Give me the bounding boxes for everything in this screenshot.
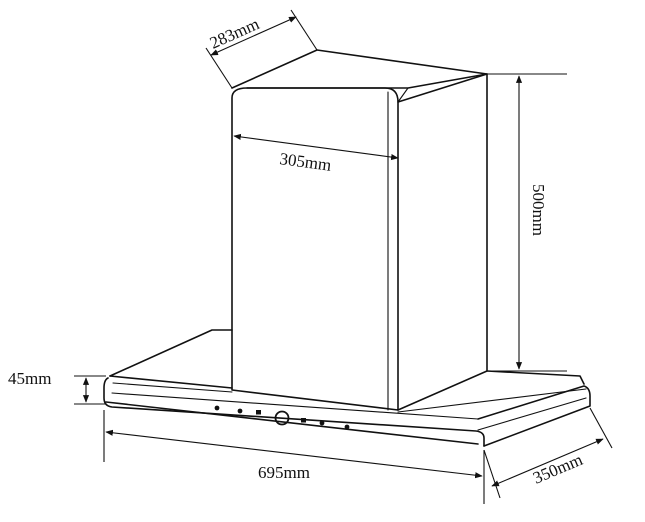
- ext-line: [589, 407, 613, 449]
- control-dot-2: [237, 408, 243, 414]
- dim-label-500: 500mm: [529, 184, 548, 236]
- ext-line: [483, 449, 501, 499]
- chimney-top-corner: [384, 87, 410, 103]
- canopy-top-surface: [109, 375, 233, 389]
- control-dot-1: [214, 405, 220, 411]
- dim-line: [105, 429, 483, 479]
- control-square-1: [256, 410, 261, 415]
- chimney-top-face: [231, 49, 488, 89]
- dim-label-283: 283mm: [207, 14, 262, 52]
- dim-label-305: 305mm: [278, 149, 332, 175]
- control-square-2: [301, 418, 306, 423]
- control-dot-3: [319, 420, 325, 426]
- ext-line: [205, 47, 233, 89]
- control-panel: [214, 405, 350, 430]
- canopy-top-right: [486, 370, 585, 385]
- dim-line: [233, 133, 399, 161]
- canopy-top-inner: [112, 382, 233, 393]
- chimney: [231, 49, 488, 411]
- dim-line: [491, 438, 604, 487]
- canopy-front-panel: [103, 377, 485, 447]
- dim-chimney-height: 500mm: [487, 73, 567, 372]
- power-ring-icon: [274, 410, 290, 426]
- canopy-front-lip: [111, 392, 479, 420]
- canopy-top-inner-right: [397, 388, 587, 413]
- canopy-front-bottom: [105, 401, 479, 445]
- dim-chimney-width: 305mm: [233, 133, 399, 175]
- dim-label-45: 45mm: [8, 369, 51, 388]
- canopy-right-inner: [477, 397, 587, 431]
- dim-chimney-depth: 283mm: [205, 9, 318, 89]
- control-dot-4: [344, 424, 350, 430]
- dim-label-695: 695mm: [258, 463, 310, 482]
- chimney-side-face: [397, 73, 488, 411]
- canopy-back-wedge: [109, 329, 233, 377]
- dim-label-350: 350mm: [530, 450, 585, 488]
- canopy-right-face: [477, 385, 591, 447]
- dim-line: [210, 16, 297, 56]
- ext-line: [290, 9, 318, 51]
- chimney-front-face: [231, 87, 399, 411]
- dim-canopy-width: 695mm: [103, 410, 485, 504]
- dim-canopy-thickness: 45mm: [8, 369, 106, 405]
